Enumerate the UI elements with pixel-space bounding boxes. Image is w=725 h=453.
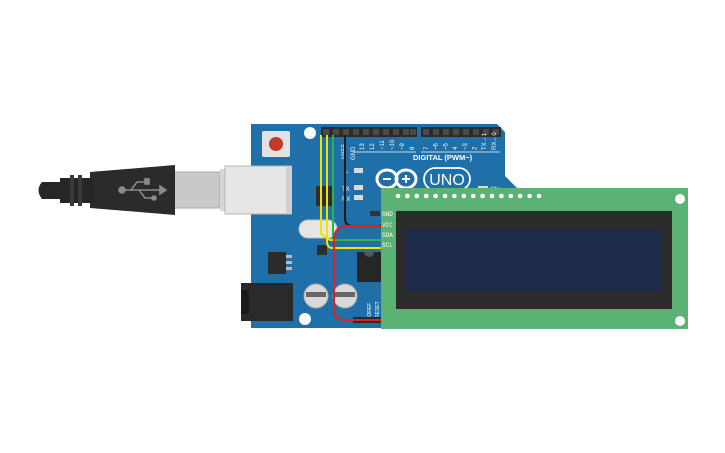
lcd-header-pin xyxy=(414,193,420,199)
reset-label: RESET xyxy=(375,301,381,318)
pin-label: 4 xyxy=(453,146,459,150)
lcd-header-pin xyxy=(405,193,410,199)
lcd-header-pin xyxy=(461,193,467,199)
lcd-header-pin xyxy=(536,193,542,199)
reset-button[interactable] xyxy=(269,137,283,151)
pin-label: ~9 xyxy=(400,142,406,150)
pin-label-lcd-scl: SCL xyxy=(382,242,393,249)
pin-label-gnd: GND xyxy=(351,146,357,160)
pin-label: ~6 xyxy=(434,142,440,150)
lcd-module[interactable] xyxy=(381,188,688,329)
lcd-screen xyxy=(406,229,662,291)
pin-label: ~10 xyxy=(390,139,396,150)
lcd-header-pin xyxy=(527,193,532,199)
wire-scl[interactable] xyxy=(326,135,392,249)
pin-label: 13 xyxy=(360,143,366,150)
usb-plug-neck xyxy=(220,169,228,211)
wire-vcc[interactable] xyxy=(333,225,392,321)
lcd-header-pin xyxy=(480,193,485,199)
led-tx xyxy=(354,185,363,190)
usb-icon xyxy=(118,178,168,201)
lcd-mounting-hole xyxy=(675,194,685,204)
led-l xyxy=(354,168,363,173)
lcd-header-pin xyxy=(433,193,438,199)
lcd-header-pin xyxy=(470,193,476,199)
led-rx-label: RX xyxy=(342,197,350,203)
lcd-mounting-hole xyxy=(675,316,685,326)
lcd-header-pins xyxy=(395,193,542,199)
mounting-hole xyxy=(304,127,316,139)
usb-jack xyxy=(224,165,292,215)
pin-labels-high: 13 12 ~11 ~10 ~9 8 xyxy=(360,139,416,150)
pin-label: ~3 xyxy=(463,142,469,150)
wires[interactable] xyxy=(320,135,393,321)
lcd-header-pin xyxy=(517,193,523,199)
pin-label: 8 xyxy=(410,146,416,150)
pin-label: 12 xyxy=(370,143,376,150)
usb-cable[interactable] xyxy=(38,165,229,215)
pin-label-lcd-gnd: GND xyxy=(382,211,393,218)
pin-label: TX→1 xyxy=(482,132,488,150)
lcd-header-pin xyxy=(499,193,504,199)
lcd-header-pin xyxy=(452,193,457,199)
lcd-header-pin xyxy=(508,193,514,199)
led-rx xyxy=(354,195,363,200)
pin-label: 7 xyxy=(424,146,430,150)
i2c-pin-labels: GND VCC SDA SCL xyxy=(370,211,393,249)
pin-label: 2 xyxy=(473,146,479,150)
usb-strain-relief xyxy=(60,178,94,203)
pin-label: RX←0 xyxy=(492,132,498,150)
lcd-header-pin xyxy=(395,193,401,199)
usb-cable-end xyxy=(38,182,62,199)
lcd-header-pin xyxy=(489,193,495,199)
smd-chip xyxy=(316,186,332,206)
led-l-label: L xyxy=(345,169,349,175)
pin-label-lcd-vcc: VCC xyxy=(382,222,393,229)
lcd-header-pin xyxy=(423,193,429,199)
crystal-oscillator xyxy=(298,219,338,239)
header-digital-low xyxy=(421,127,501,137)
pin-label: ~5 xyxy=(443,142,449,150)
usb-plug-metal xyxy=(169,171,221,209)
pin-label: ~11 xyxy=(380,140,386,150)
lcd-header-pin xyxy=(442,193,448,199)
dc-power-jack xyxy=(241,283,293,321)
board-name: UNO xyxy=(429,172,465,189)
ioref-label: IOREF xyxy=(367,303,373,318)
mounting-hole xyxy=(299,313,311,325)
voltage-regulator xyxy=(268,252,286,274)
digital-pwm-label: DIGITAL (PWM~) xyxy=(413,153,473,162)
pin-label-lcd-sda: SDA xyxy=(382,232,393,239)
